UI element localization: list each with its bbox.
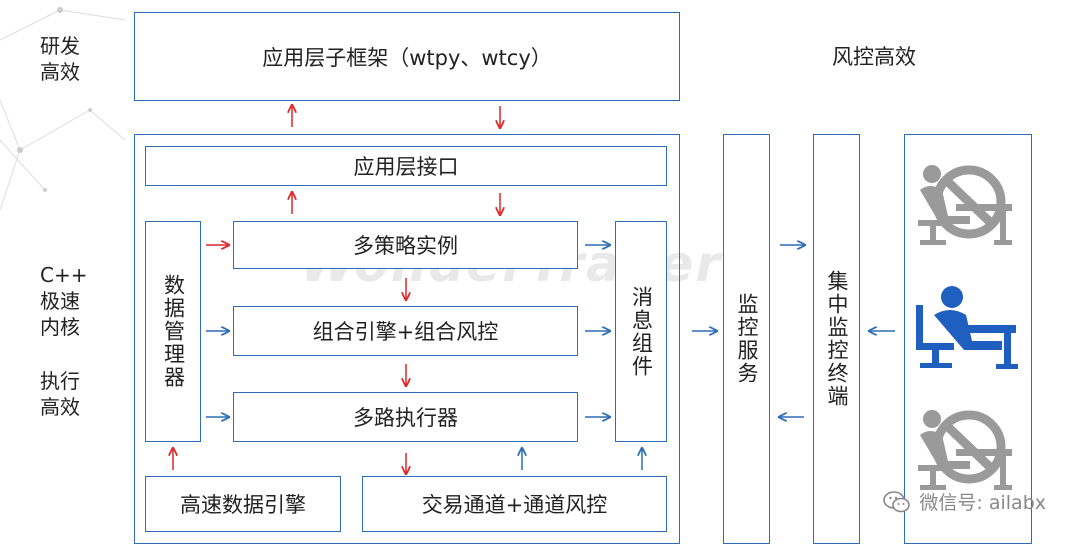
users-container xyxy=(904,134,1032,544)
label-rd-efficient-text: 研发 高效 xyxy=(40,34,80,84)
app-framework-label: 应用层子框架（wtpy、wtcy） xyxy=(262,45,552,70)
portfolio-engine-box: 组合引擎+组合风控 xyxy=(233,306,578,356)
central-terminal-box: 集中监控终端 xyxy=(813,134,860,544)
multi-executor-box: 多路执行器 xyxy=(233,392,578,442)
trade-channel-box: 交易通道+通道风控 xyxy=(362,476,667,532)
portfolio-engine-label: 组合引擎+组合风控 xyxy=(312,320,499,344)
app-framework-box: 应用层子框架（wtpy、wtcy） xyxy=(134,12,680,101)
central-terminal-label: 集中监控终端 xyxy=(825,270,849,408)
trade-channel-label: 交易通道+通道风控 xyxy=(421,493,608,517)
monitor-service-label: 监控服务 xyxy=(735,293,759,385)
message-component-box: 消息组件 xyxy=(615,221,667,442)
label-cpp-kernel: C++ 极速 内核 xyxy=(40,262,87,340)
user-blocked-icon xyxy=(918,165,1012,245)
footer-watermark-text: 微信号: ailabx xyxy=(919,492,1046,514)
app-interface-box: 应用层接口 xyxy=(145,146,667,186)
label-rd-efficient: 研发 高效 xyxy=(40,33,80,85)
app-interface-label: 应用层接口 xyxy=(353,155,459,179)
message-component-label: 消息组件 xyxy=(629,285,654,378)
monitor-service-box: 监控服务 xyxy=(723,134,770,544)
user-active-icon xyxy=(916,286,1018,369)
multi-strategy-label: 多策略实例 xyxy=(353,234,458,258)
label-exec-efficient: 执行 高效 xyxy=(40,368,80,420)
user-blocked-icon xyxy=(918,410,1012,490)
wechat-icon xyxy=(883,490,911,512)
hs-data-engine-box: 高速数据引擎 xyxy=(145,476,341,532)
hs-data-engine-label: 高速数据引擎 xyxy=(180,493,306,517)
data-manager-label: 数据管理器 xyxy=(161,274,186,389)
data-manager-box: 数据管理器 xyxy=(145,221,201,442)
footer-watermark: 微信号: ailabx xyxy=(883,488,1046,515)
multi-strategy-box: 多策略实例 xyxy=(233,221,578,269)
label-risk-efficient: 风控高效 xyxy=(832,45,916,69)
label-cpp-kernel-text: C++ 极速 内核 xyxy=(40,263,88,339)
multi-executor-label: 多路执行器 xyxy=(353,406,458,430)
label-exec-efficient-text: 执行 高效 xyxy=(40,369,80,419)
core-container xyxy=(134,134,680,544)
